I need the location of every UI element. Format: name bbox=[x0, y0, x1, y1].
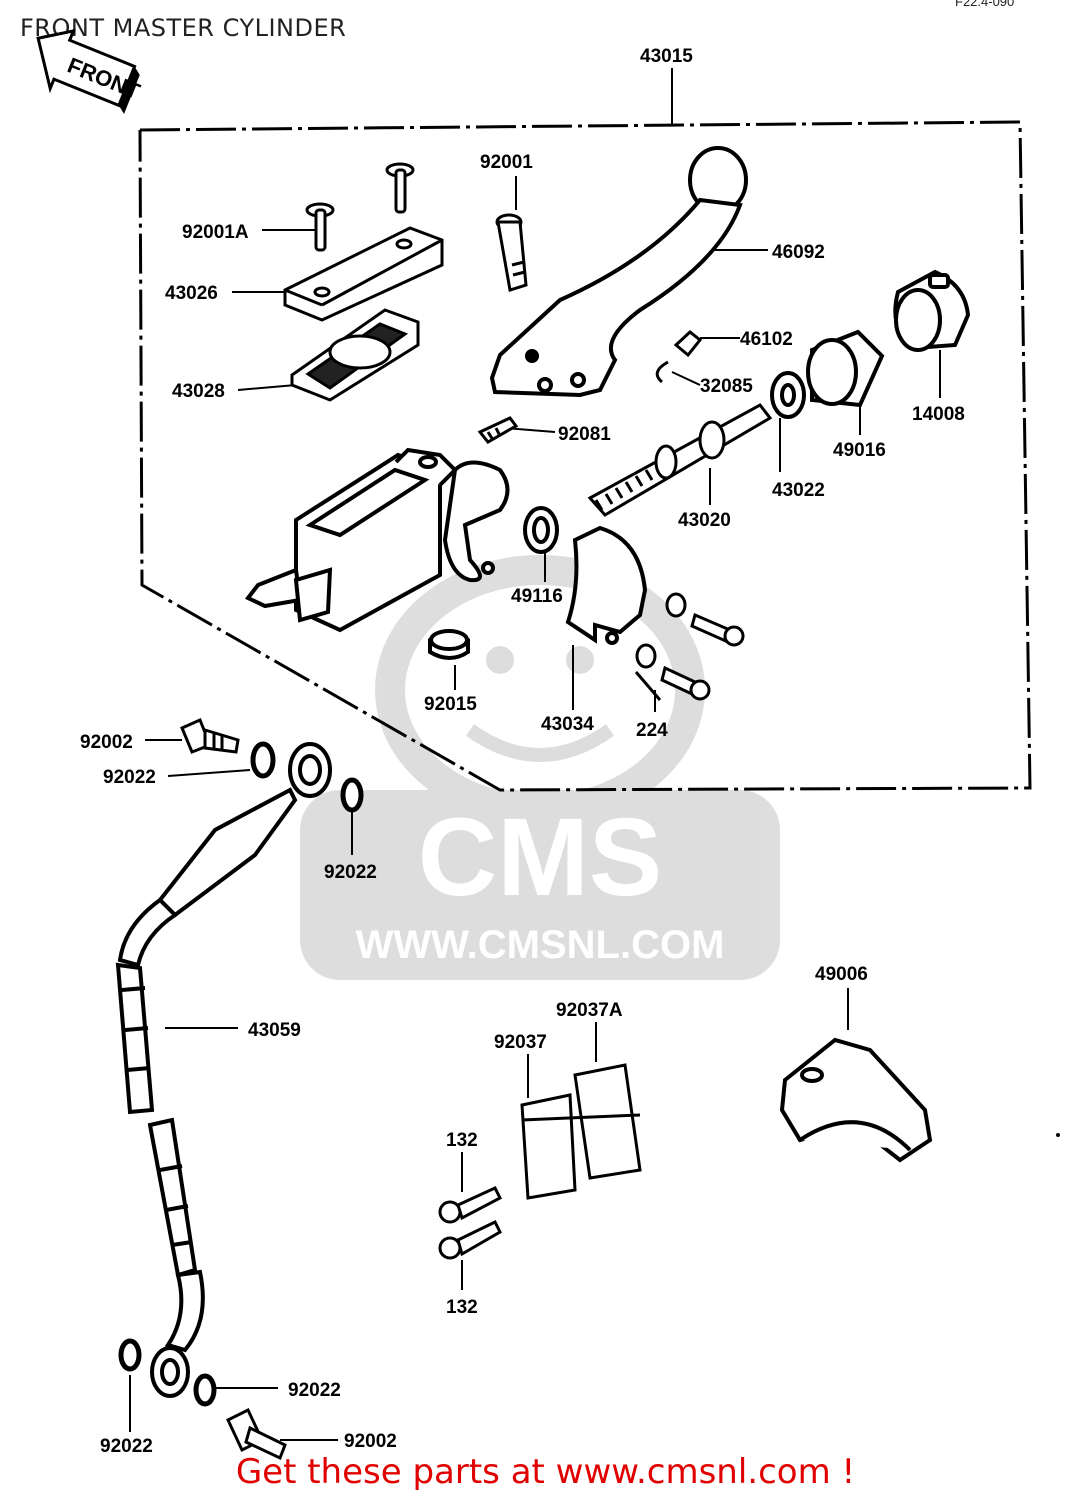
circlip bbox=[655, 360, 669, 384]
callout-132-bottom: 132 bbox=[446, 1297, 478, 1318]
callout-43028: 43028 bbox=[172, 381, 225, 402]
boot bbox=[806, 329, 885, 408]
callout-92001: 92001 bbox=[480, 152, 533, 173]
callout-132-top: 132 bbox=[446, 1130, 478, 1151]
callout-92022-c: 92022 bbox=[288, 1380, 341, 1401]
callout-49116: 49116 bbox=[511, 586, 563, 607]
banjo-bolt-bottom bbox=[226, 1407, 287, 1461]
callout-92015: 92015 bbox=[424, 694, 477, 715]
brake-lever bbox=[489, 146, 748, 398]
seal-49116 bbox=[523, 506, 559, 554]
diaphragm bbox=[290, 308, 420, 402]
callout-92001a: 92001A bbox=[182, 222, 249, 243]
callout-43026: 43026 bbox=[165, 283, 218, 304]
pivot-pin bbox=[673, 330, 703, 358]
diagram-title: FRONT MASTER CYLINDER bbox=[20, 14, 347, 42]
watermark-url: WWW.CMSNL.COM bbox=[356, 923, 725, 967]
callout-43059: 43059 bbox=[248, 1020, 301, 1041]
washer-43022 bbox=[770, 371, 806, 419]
watermark-brand: CMS bbox=[418, 796, 662, 919]
callout-43034: 43034 bbox=[541, 714, 594, 735]
callout-92037: 92037 bbox=[494, 1032, 547, 1053]
piston-assembly bbox=[587, 403, 773, 517]
callout-14008: 14008 bbox=[912, 404, 965, 425]
callout-46102: 46102 bbox=[740, 329, 793, 350]
callout-92037a: 92037A bbox=[556, 1000, 623, 1021]
assembly-frame bbox=[138, 120, 1032, 792]
callout-labels: 43015 92001 92001A 43026 43028 46092 461… bbox=[80, 46, 965, 1457]
washers-bottom bbox=[118, 1338, 217, 1407]
clamp-92037 bbox=[520, 1063, 642, 1200]
holder-49006 bbox=[779, 1037, 933, 1163]
speck bbox=[1056, 1133, 1060, 1137]
callout-92022-d: 92022 bbox=[100, 1436, 153, 1457]
callout-224: 224 bbox=[636, 720, 668, 741]
clamp-bolts bbox=[634, 592, 745, 701]
cap-92015 bbox=[428, 629, 470, 660]
callout-49016: 49016 bbox=[833, 440, 886, 461]
front-arrow: FRONT bbox=[36, 28, 144, 114]
callout-92022-a: 92022 bbox=[103, 767, 156, 788]
figure-code: F22.4-090 bbox=[955, 0, 1015, 9]
washers-top bbox=[250, 741, 364, 813]
reservoir-cap bbox=[283, 226, 444, 322]
callout-43015: 43015 bbox=[640, 46, 693, 67]
bolts-132 bbox=[438, 1186, 502, 1260]
reservoir-screws bbox=[305, 162, 415, 252]
clamp-43034 bbox=[565, 525, 648, 645]
promo-banner[interactable]: Get these parts at www.cmsnl.com ! bbox=[235, 1452, 856, 1492]
dust-boot-cover bbox=[893, 269, 971, 352]
callout-92002-bottom: 92002 bbox=[344, 1431, 397, 1452]
master-cylinder-body bbox=[244, 447, 510, 633]
screw-92081 bbox=[477, 416, 519, 444]
lever-bolt bbox=[495, 213, 528, 292]
callout-32085: 32085 bbox=[700, 376, 753, 397]
callout-92022-b: 92022 bbox=[324, 862, 377, 883]
callout-43022: 43022 bbox=[772, 480, 825, 501]
callout-92081: 92081 bbox=[558, 424, 611, 445]
callout-46092: 46092 bbox=[772, 242, 825, 263]
brake-hose bbox=[115, 742, 332, 1398]
watermark: CMS WWW.CMSNL.COM bbox=[300, 555, 780, 980]
banjo-bolt-top bbox=[180, 717, 240, 754]
callout-43020: 43020 bbox=[678, 510, 731, 531]
callout-92002-top: 92002 bbox=[80, 732, 133, 753]
callout-49006: 49006 bbox=[815, 964, 868, 985]
